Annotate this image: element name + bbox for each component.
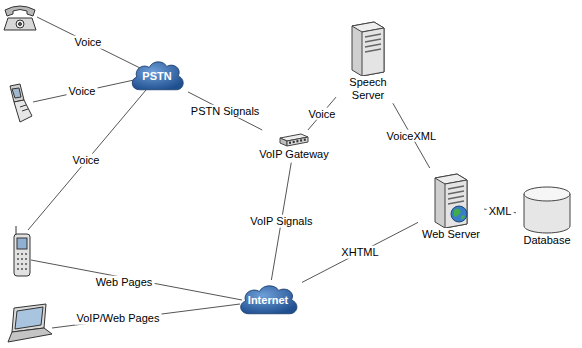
connector-label: VoIP Signals [248, 215, 314, 228]
device-label: Database [523, 234, 570, 247]
device-label: VoIP Gateway [259, 148, 329, 161]
network-cloud: Internet [236, 282, 300, 318]
link-line [33, 80, 134, 102]
smartphone-icon [14, 226, 30, 276]
link-label: Voice [67, 85, 98, 98]
link-line [52, 304, 240, 328]
network-name: PSTN [142, 70, 171, 83]
cloud-outline [241, 286, 297, 314]
link-line [31, 260, 242, 300]
connector [302, 222, 418, 282]
connector-label: XML [487, 205, 514, 218]
link-label: Web Pages [94, 276, 155, 289]
connector [188, 92, 262, 130]
laptop-icon [8, 304, 52, 342]
web-server-icon [429, 170, 473, 228]
link-label: VoIP/Web Pages [75, 312, 162, 325]
connector-label: XHTML [339, 246, 380, 259]
network-name: Internet [248, 294, 288, 307]
device-links [28, 17, 242, 328]
connector-label: PSTN Signals [189, 105, 261, 118]
connector-label: Voice [306, 107, 337, 120]
server-icon [346, 18, 390, 76]
device-node: Speech Server [338, 18, 398, 101]
database-icon [522, 186, 572, 234]
network-cloud: PSTN [128, 58, 186, 94]
cell-phone-icon [10, 84, 32, 122]
connector-label: VoiceXML [385, 129, 439, 142]
device-node: VoIP Gateway [256, 132, 332, 161]
device-label: Speech Server [345, 76, 391, 101]
link-line [37, 17, 140, 68]
link-label: Voice [73, 36, 104, 49]
device-node: Database [518, 186, 576, 247]
link-label: Voice [71, 154, 102, 167]
desk-phone-icon [4, 6, 36, 30]
device-label: Web Server [422, 228, 480, 241]
gateway-icon [277, 132, 311, 148]
device-node: Web Server [420, 170, 482, 241]
link-line [28, 90, 146, 230]
cloud-outline [132, 62, 183, 90]
